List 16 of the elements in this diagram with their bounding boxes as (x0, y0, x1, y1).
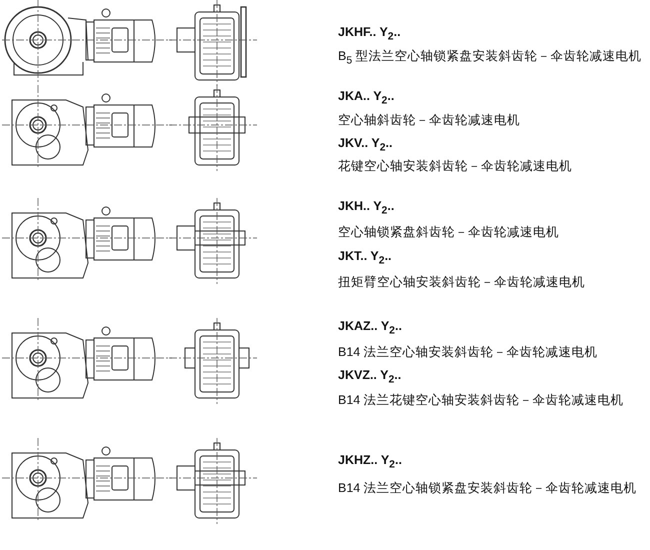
model-code: JKHZ.. Y$_{2}$.. (338, 452, 402, 472)
model-description: B14 法兰空心轴安装斜齿轮－伞齿轮减速电机 (338, 344, 598, 360)
model-code: JKA.. Y$_{2}$.. (338, 88, 394, 108)
model-description: 空心轴锁紧盘斜齿轮－伞齿轮减速电机 (338, 224, 559, 240)
model-description: B14 法兰花键空心轴安装斜齿轮－伞齿轮减速电机 (338, 392, 624, 408)
model-description: 扭矩臂空心轴安装斜齿轮－伞齿轮减速电机 (338, 274, 585, 290)
model-code: JKH.. Y$_{2}$.. (338, 198, 394, 218)
model-code: JKV.. Y$_{2}$.. (338, 135, 392, 156)
model-code: JKHF.. Y$_{2}$.. (338, 24, 401, 44)
model-code: JKAZ.. Y$_{2}$.. (338, 318, 402, 338)
model-description: B$_{5}$ 型法兰空心轴锁紧盘安装斜齿轮－伞齿轮减速电机 (338, 48, 642, 68)
model-code: JKVZ.. Y$_{2}$.. (338, 367, 402, 388)
model-code: JKT.. Y$_{2}$.. (338, 248, 392, 268)
model-description: B14 法兰空心轴锁紧盘安装斜齿轮－伞齿轮减速电机 (338, 480, 637, 496)
model-description: 空心轴斜齿轮－伞齿轮减速电机 (338, 112, 520, 128)
model-description: 花键空心轴安装斜齿轮－伞齿轮减速电机 (338, 158, 572, 174)
